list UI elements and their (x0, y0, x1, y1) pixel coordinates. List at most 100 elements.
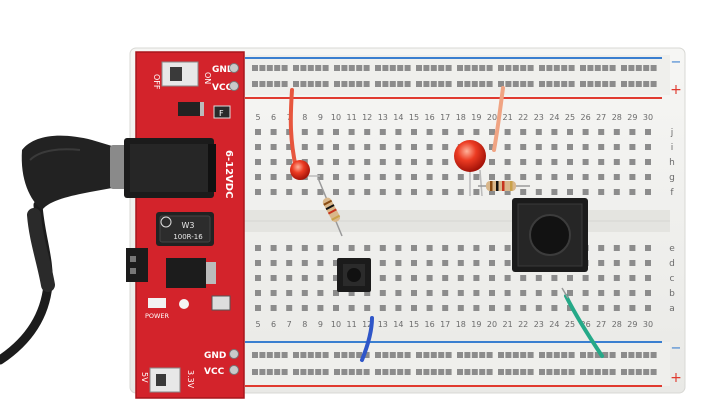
breadboard-hole (395, 189, 402, 195)
column-number: 10 (331, 320, 341, 329)
breadboard-hole (307, 352, 314, 358)
breadboard-hole (567, 305, 573, 311)
breadboard-hole (587, 81, 594, 87)
breadboard-hole (457, 260, 464, 266)
breadboard-hole (512, 352, 519, 358)
breadboard-hole (489, 275, 495, 281)
led-right (454, 140, 486, 172)
breadboard-hole (333, 305, 339, 311)
breadboard-hole (348, 245, 355, 251)
breadboard-hole (315, 369, 322, 375)
column-number: 12 (362, 320, 372, 329)
breadboard-hole (315, 352, 322, 358)
breadboard-hole (252, 369, 258, 375)
breadboard-hole (341, 65, 348, 71)
voltage-regulator (166, 258, 206, 288)
breadboard-hole (438, 81, 445, 87)
breadboard-hole (270, 275, 277, 281)
breadboard-hole (274, 369, 281, 375)
column-number: 27 (596, 113, 606, 122)
breadboard-hole (582, 275, 589, 281)
diode (178, 102, 204, 116)
breadboard-hole (473, 174, 480, 180)
breadboard-hole (457, 245, 464, 251)
breadboard-hole (609, 81, 616, 87)
column-number: 17 (440, 320, 450, 329)
rail-plus-top: + (670, 82, 682, 98)
breadboard-hole (546, 352, 553, 358)
row-letter: e (669, 244, 675, 254)
column-number: 10 (331, 113, 341, 122)
breadboard-hole (568, 369, 575, 375)
breadboard-hole (363, 352, 370, 358)
breadboard-hole (348, 81, 355, 87)
breadboard-hole (270, 260, 277, 266)
breadboard-hole (333, 260, 339, 266)
breadboard-hole (504, 305, 511, 311)
breadboard-hole (364, 129, 371, 135)
breadboard-hole (598, 275, 605, 281)
breadboard-hole (613, 260, 620, 266)
breadboard-hole (307, 369, 314, 375)
breadboard-hole (486, 369, 493, 375)
breadboard-hole (255, 144, 261, 150)
breadboard-hole (364, 245, 371, 251)
breadboard-hole (629, 260, 636, 266)
breadboard-hole (348, 305, 355, 311)
breadboard-hole (539, 352, 545, 358)
breadboard-hole (270, 290, 277, 296)
column-number: 20 (487, 113, 497, 122)
breadboard-hole (317, 245, 324, 251)
breadboard-hole (379, 260, 386, 266)
breadboard-hole (551, 129, 558, 135)
breadboard-hole (333, 174, 339, 180)
breadboard-hole (567, 189, 573, 195)
breadboard-hole (270, 189, 277, 195)
breadboard-hole (255, 290, 261, 296)
breadboard-hole (598, 189, 605, 195)
breadboard-hole (348, 65, 355, 71)
breadboard-hole (629, 245, 636, 251)
column-number: 12 (362, 113, 372, 122)
breadboard-hole (520, 159, 527, 165)
breadboard-hole (317, 129, 324, 135)
breadboard-hole (629, 159, 636, 165)
breadboard-hole (520, 65, 527, 71)
breadboard-hole (301, 305, 308, 311)
breadboard-hole (411, 144, 417, 150)
breadboard-hole (317, 290, 324, 296)
breadboard-hole (567, 144, 573, 150)
breadboard-hole (479, 65, 486, 71)
breadboard-hole (389, 352, 396, 358)
breadboard-hole (356, 65, 363, 71)
blue-wire (360, 316, 374, 362)
breadboard-hole (645, 305, 651, 311)
breadboard-hole (546, 65, 553, 71)
breadboard-hole (643, 352, 650, 358)
breadboard-hole (438, 352, 445, 358)
power-supply-module: OFF ON GND VCC F 6-12VDC W3 100R-16 POWE… (124, 51, 245, 399)
column-number: 5 (255, 113, 260, 122)
breadboard-hole (286, 245, 293, 251)
breadboard-hole (535, 189, 542, 195)
breadboard-hole (379, 129, 386, 135)
breadboard-hole (473, 260, 480, 266)
breadboard-hole (411, 189, 417, 195)
gnd-label-bottom: GND (204, 351, 226, 361)
row-letter: b (669, 289, 675, 299)
column-number: 28 (612, 320, 622, 329)
breadboard-hole (348, 189, 355, 195)
cable-plug-body (21, 135, 112, 210)
breadboard-hole (613, 174, 620, 180)
breadboard-hole (567, 159, 573, 165)
breadboard-hole (442, 260, 449, 266)
breadboard-hole (504, 189, 511, 195)
breadboard-hole (504, 174, 511, 180)
breadboard-hole (582, 159, 589, 165)
breadboard-hole (333, 144, 339, 150)
breadboard-hole (504, 290, 511, 296)
breadboard-hole (395, 159, 402, 165)
breadboard-hole (486, 81, 493, 87)
breadboard-hole (598, 129, 605, 135)
breadboard-hole (397, 65, 404, 71)
